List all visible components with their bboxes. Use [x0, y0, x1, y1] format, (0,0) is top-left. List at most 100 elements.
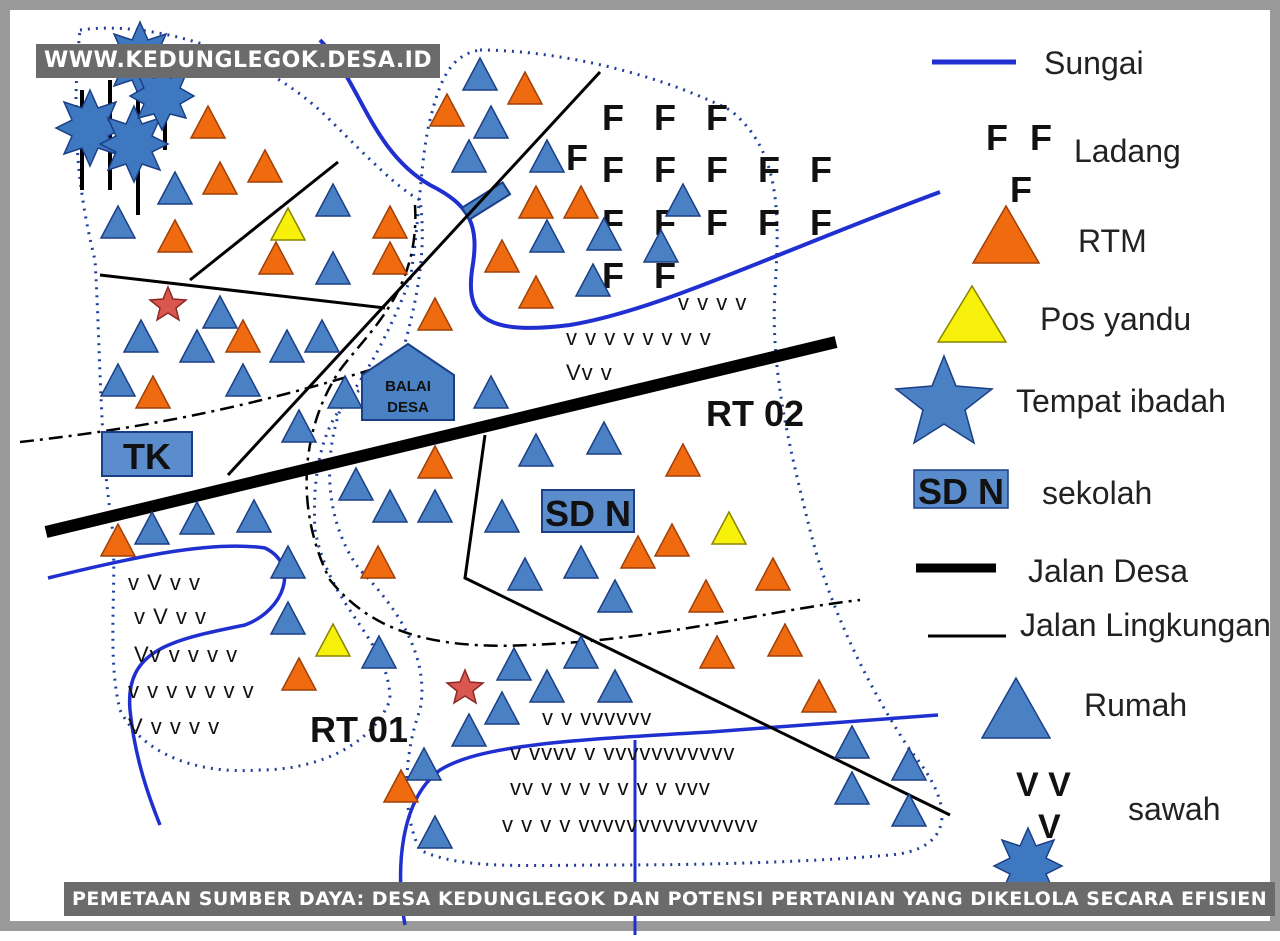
- rumah-icon: [371, 488, 409, 523]
- rumah-icon: [405, 746, 443, 781]
- rumah-icon: [495, 646, 533, 681]
- rtm-icon: [156, 218, 194, 253]
- legend-ladang-symbol: F F: [986, 117, 1058, 158]
- rtm-icon: [766, 622, 804, 657]
- rumah-icon: [133, 510, 171, 545]
- sawah-area: v v v v v v v v v v v v Vv v v V v v v V…: [128, 290, 757, 837]
- posyandu-icon: [269, 206, 307, 241]
- rumah-icon: [337, 466, 375, 501]
- sawah-row: v v v v v v v v: [566, 325, 712, 350]
- sdn-building: SD N: [541, 489, 635, 534]
- legend-rumah-icon: [980, 676, 1052, 739]
- resource-map: F F F F F F F F F F F F F F F F v v v v …: [19, 20, 1271, 935]
- legend-jalan-lingkungan-label: Jalan Lingkungan: [1020, 607, 1271, 643]
- legend-jalan-desa-label: Jalan Desa: [1028, 553, 1188, 589]
- legend-ibadah-label: Tempat ibadah: [1016, 383, 1226, 419]
- sawah-row: v v vvvvvv: [542, 705, 652, 730]
- rtm-icon: [562, 184, 600, 219]
- sawah-row: v V v v: [134, 604, 207, 629]
- rumah-icon: [562, 544, 600, 579]
- boundary-dashdot-inner: [305, 204, 861, 647]
- rumah-icon: [483, 498, 521, 533]
- sawah-row: v V v v: [128, 570, 201, 595]
- site-banner[interactable]: WWW.KEDUNGLEGOK.DESA.ID: [36, 44, 441, 78]
- posyandu-markers: [269, 206, 748, 657]
- rumah-icon: [314, 250, 352, 285]
- legend-posyandu-icon: [936, 284, 1008, 343]
- rumah-icon: [833, 724, 871, 759]
- rumah-icon: [99, 204, 137, 239]
- rtm-icon: [257, 240, 295, 275]
- rtm-icon: [371, 204, 409, 239]
- river-north: [318, 38, 941, 330]
- rt01-label: RT 01: [310, 709, 408, 750]
- rumah-icon: [450, 712, 488, 747]
- legend-rumah-label: Rumah: [1084, 687, 1187, 723]
- rtm-icon: [754, 556, 792, 591]
- jalan-lingkungan-3: [189, 160, 339, 282]
- sawah-row: v v v v v v v: [128, 678, 255, 703]
- rtm-icon: [517, 184, 555, 219]
- ibadah-markers: [148, 285, 485, 705]
- rtm-icon: [687, 578, 725, 613]
- rumah-icon: [472, 104, 510, 139]
- rtm-icon: [619, 534, 657, 569]
- rumah-icon: [326, 374, 364, 409]
- sawah-row: v v v v: [678, 290, 747, 315]
- legend-ibadah-icon: [894, 353, 994, 445]
- rumah-icon: [506, 556, 544, 591]
- balai-desa-building: BALAI DESA: [361, 342, 455, 421]
- rumah-icon: [528, 668, 566, 703]
- legend-sawah-symbol: V: [1038, 808, 1061, 846]
- ladang-row: F F F: [602, 97, 738, 138]
- rumah-icon: [99, 362, 137, 397]
- rtm-icon: [99, 522, 137, 557]
- legend-rtm-icon: [971, 204, 1041, 264]
- posyandu-icon: [710, 510, 748, 545]
- balai-label-line1: BALAI: [385, 378, 431, 395]
- rumah-icon: [528, 138, 566, 173]
- rumah-icon: [483, 690, 521, 725]
- rtm-icon: [800, 678, 838, 713]
- rumah-icon: [833, 770, 871, 805]
- ladang-row: F F F F F: [602, 202, 842, 243]
- rumah-icon: [201, 294, 239, 329]
- sawah-row: V v v v v: [128, 714, 220, 739]
- rumah-icon: [461, 56, 499, 91]
- legend-ladang-label: Ladang: [1074, 133, 1181, 169]
- sawah-row: vv v v v v v v v vvv: [510, 775, 711, 800]
- rtm-icon: [280, 656, 318, 691]
- legend-sawah-label: sawah: [1128, 791, 1221, 827]
- rtm-icon: [416, 444, 454, 479]
- rumah-icon: [178, 500, 216, 535]
- rumah-icon: [528, 218, 566, 253]
- sawah-row: v vvvv v vvvvvvvvvvv: [510, 740, 735, 765]
- ibadah-icon: [445, 668, 485, 705]
- ladang-row: F F F F F: [602, 149, 842, 190]
- rumah-icon: [517, 432, 555, 467]
- rumah-icon: [122, 318, 160, 353]
- legend: Sungai F F F Ladang RTM Pos yandu Tempat…: [894, 45, 1271, 846]
- tree-icon: [98, 104, 170, 184]
- roads: [44, 70, 951, 817]
- legend-sekolah-label: sekolah: [1042, 475, 1152, 511]
- rumah-icon: [360, 634, 398, 669]
- rtm-icon: [416, 296, 454, 331]
- sawah-row: Vv v: [566, 360, 613, 385]
- rumah-icon: [224, 362, 262, 397]
- legend-posyandu-label: Pos yandu: [1040, 301, 1191, 337]
- tk-building: TK: [101, 431, 193, 477]
- rumah-icon: [416, 488, 454, 523]
- sdn-label: SD N: [545, 493, 631, 534]
- rumah-icon: [596, 578, 634, 613]
- rtm-icon: [483, 238, 521, 273]
- rumah-icon: [472, 374, 510, 409]
- tree-icon: [128, 60, 196, 132]
- legend-ladang-symbol: F: [1010, 169, 1032, 210]
- rumah-icon: [574, 262, 612, 297]
- river-southwest: [47, 544, 287, 826]
- sawah-row: Vv v v v v: [134, 642, 238, 667]
- rtm-icon: [134, 374, 172, 409]
- rumah-markers: [99, 56, 928, 849]
